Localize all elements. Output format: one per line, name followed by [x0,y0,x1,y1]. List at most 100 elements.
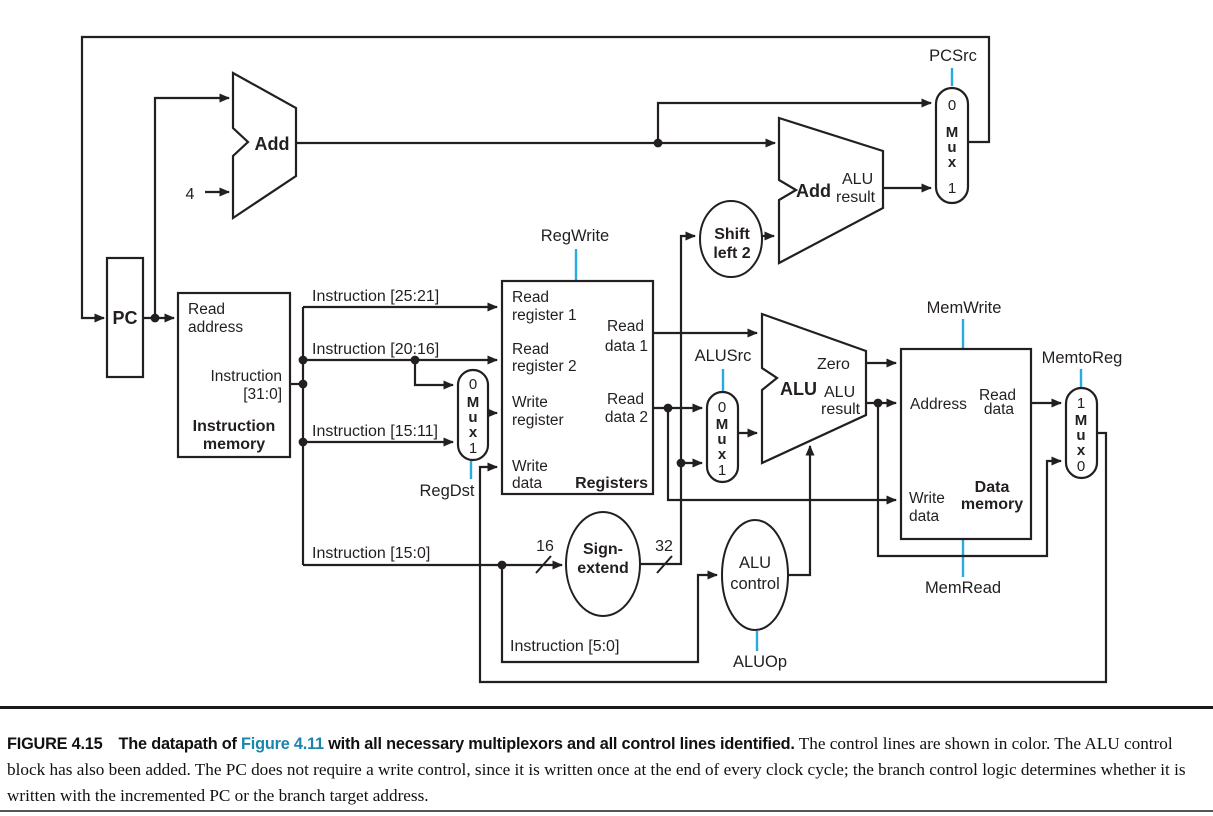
dmem-read-data-l1: Read [979,387,1016,404]
regdst-mux-x: x [469,424,478,441]
registers-title: Registers [575,475,648,492]
regdst-mux-in1: 1 [469,440,477,457]
alusrc-mux-x: x [718,446,727,463]
regdst-mux-m: M [467,394,480,411]
caption-bold-pre: The datapath of [118,735,237,754]
sign-extend-l2: extend [577,560,629,577]
branch-add-result-l2: result [836,189,876,206]
alusrc-mux [705,390,740,484]
reg-read-data-1-l1: Read [607,318,644,335]
alusrc-mux-m: M [716,416,729,433]
reg-read-register-2-l1: Read [512,341,549,358]
bus-width-16-slash [535,555,552,574]
pc-label: PC [112,308,137,328]
wire-instr-20-16-to-regdst-mux0 [413,360,454,390]
shift-left-2-l1: Shift [714,226,750,243]
bus-width-16-label: 16 [536,538,554,555]
imem-read-address-l2: address [188,319,243,336]
caption-body: The control lines are shown in color. Th… [7,734,1186,806]
alusrc-label: ALUSrc [695,347,752,365]
imem-instruction-l2: [31:0] [243,386,282,403]
dmem-title-l1: Data [975,479,1010,496]
regdst-label: RegDst [419,482,474,500]
control-ticks [469,68,1083,651]
pcsrc-mux-labels: 0 M u x 1 [946,97,959,197]
reg-read-data-2-l2: data 2 [605,409,648,426]
pcsrc-mux [934,86,970,205]
instruction-memory [176,291,292,459]
memread-label: MemRead [925,579,1001,597]
aluop-label: ALUOp [733,653,787,671]
reg-read-data-1-l2: data 1 [605,338,648,355]
alu-unit [760,312,868,465]
memtoreg-mux-m: M [1075,412,1088,429]
memtoreg-mux-in0: 0 [1077,458,1085,475]
alu-control-label-l2: control [730,575,780,593]
instr-15-0-label: Instruction [15:0] [312,545,430,562]
regdst-mux-in0: 0 [469,376,477,393]
alu-result-l2: result [821,401,861,418]
bus-width-32-label: 32 [655,538,673,555]
wire-instr-5-0-to-alu-control [500,565,718,664]
caption-top-rule [0,706,1213,709]
figure-number: FIGURE 4.15 [7,735,103,754]
pcsrc-mux-u: u [947,139,956,156]
memwrite-label: MemWrite [927,299,1002,317]
dmem-write-data-l2: data [909,508,940,525]
wire-alu-control-to-alu [788,445,815,577]
wire-pc4-to-pcsrc-mux0 [656,98,932,143]
wire-alu-result-to-memtoreg-mux0 [876,403,1062,558]
figure-4-11-link[interactable]: Figure 4.11 [241,735,324,754]
alusrc-mux-in1: 1 [718,462,726,479]
dmem-read-data-l2: data [984,401,1015,418]
alu-label: ALU [780,379,817,399]
caption-bottom-rule [0,810,1213,812]
reg-read-register-1-l1: Read [512,289,549,306]
add-label: Add [255,134,290,154]
instr-25-21-label: Instruction [25:21] [312,288,439,305]
branch-add-unit [777,116,885,265]
shift-left-2-unit [699,200,763,278]
imem-title-l2: memory [203,436,265,453]
reg-read-register-2-l2: register 2 [512,358,577,375]
instr-15-11-label: Instruction [15:11] [312,423,438,440]
data-memory [899,347,1033,541]
instr-20-16-label: Instruction [20:16] [312,341,439,358]
imem-instruction-l1: Instruction [210,368,282,385]
memtoreg-mux-labels: 1 M u x 0 [1075,395,1088,475]
memtoreg-mux-u: u [1076,427,1085,444]
pc-register [105,256,145,379]
reg-write-data-l1: Write [512,458,548,475]
datapath-diagram: PC Read address Instruction [31:0] Instr… [80,35,1122,684]
pcsrc-label: PCSrc [929,47,977,65]
reg-write-data-l2: data [512,475,543,492]
shift-left-2-l2: left 2 [713,245,750,262]
wire-sign-extend-to-shift-left-2 [640,231,696,566]
reg-write-register-l1: Write [512,394,548,411]
pcsrc-mux-in0: 0 [948,97,956,114]
branch-add-label: Add [796,181,831,201]
memtoreg-mux-x: x [1077,442,1086,459]
sign-extend-l1: Sign- [583,541,623,558]
wire-pcsrc-mux-to-pc [80,35,991,323]
alu-zero-label: Zero [817,356,850,373]
regdst-mux-u: u [468,409,477,426]
instr-5-0-label: Instruction [5:0] [510,638,619,655]
wires [80,35,1108,684]
alusrc-mux-u: u [717,431,726,448]
memtoreg-mux-in1: 1 [1077,395,1085,412]
alusrc-mux-labels: 0 M u x 1 [716,399,729,479]
reg-read-data-2-l1: Read [607,391,644,408]
memtoreg-label: MemtoReg [1042,349,1123,367]
registers-file [500,279,655,496]
pcsrc-mux-in1: 1 [948,180,956,197]
wire-read-data-2-to-dmem-write-data [666,408,897,505]
control-labels: PCSrc RegWrite RegDst ALUSrc MemWrite Me… [419,47,1122,671]
wire-memtoreg-mux-to-write-data [478,431,1108,684]
alusrc-mux-in0: 0 [718,399,726,416]
reg-write-register-l2: register [512,412,564,429]
bus-width-32-slash [656,555,673,574]
dmem-title-l2: memory [961,496,1023,513]
